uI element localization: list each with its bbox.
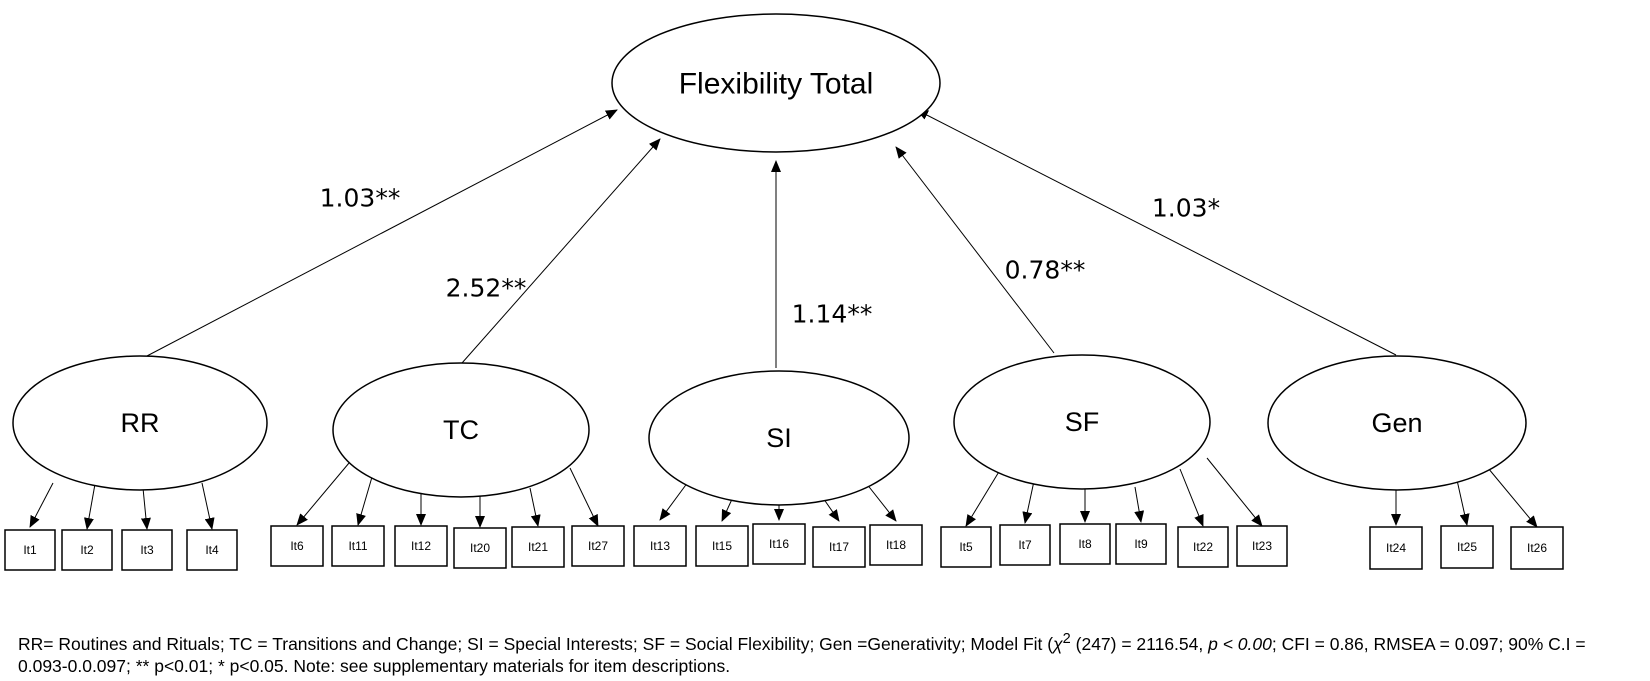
factor-rr-ellipse <box>12 355 268 491</box>
item-label-it5: It5 <box>959 540 973 554</box>
path-rr-to-total <box>144 109 618 358</box>
item-label-it17: It17 <box>829 540 849 554</box>
factor-si-ellipse <box>648 370 910 506</box>
coef-sf: 0.78** <box>1005 256 1086 285</box>
item-label-it13: It13 <box>650 539 670 553</box>
loading-tc-it6 <box>296 462 350 526</box>
loading-sf-it7 <box>1022 480 1035 524</box>
coef-tc: 2.52** <box>446 274 527 303</box>
item-label-it6: It6 <box>290 539 304 553</box>
item-box-it1 <box>4 529 56 571</box>
item-box-it15 <box>695 525 749 567</box>
item-box-it23 <box>1236 525 1288 567</box>
note-part1: RR= Routines and Rituals; TC = Transitio… <box>18 633 1054 654</box>
item-label-it3: It3 <box>140 543 154 557</box>
loading-sf-it23 <box>1206 457 1263 527</box>
item-box-it16 <box>752 523 806 565</box>
item-label-it1: It1 <box>23 543 37 557</box>
note-p-value: p < 0.00 <box>1208 633 1272 654</box>
top-node-ellipse <box>611 13 941 153</box>
item-label-it15: It15 <box>712 539 732 553</box>
item-label-it27: It27 <box>588 539 608 553</box>
item-box-it7 <box>999 524 1051 566</box>
path-tc-to-total <box>461 138 661 364</box>
item-label-it16: It16 <box>769 537 789 551</box>
path-gen-to-total <box>916 109 1397 356</box>
item-box-it20 <box>453 527 507 569</box>
item-box-it8 <box>1059 523 1111 565</box>
note-part2: (247) = 2116.54, <box>1070 633 1209 654</box>
top-node-label: Flexibility Total <box>679 68 874 101</box>
loading-tc-it27 <box>569 467 599 527</box>
path-sf-to-total <box>895 146 1055 354</box>
item-label-it21: It21 <box>528 540 548 554</box>
note-chi-symbol: χ <box>1053 633 1063 654</box>
item-box-it4 <box>186 529 238 571</box>
item-label-it24: It24 <box>1386 541 1406 555</box>
factor-gen-ellipse <box>1267 355 1527 491</box>
item-box-it25 <box>1440 525 1494 569</box>
item-label-it8: It8 <box>1078 537 1092 551</box>
item-box-it5 <box>940 526 992 568</box>
item-label-it7: It7 <box>1018 538 1032 552</box>
loading-gen-it26 <box>1487 467 1538 528</box>
factor-sf-ellipse <box>953 354 1211 490</box>
item-box-it3 <box>121 529 173 571</box>
factor-sf-label: SF <box>1065 407 1100 437</box>
item-box-it21 <box>511 526 565 568</box>
item-box-it17 <box>812 526 866 568</box>
note-part3: ; CFI = 0.86, RMSEA = 0.097; 90% C.I = 0… <box>18 633 1586 676</box>
item-box-it26 <box>1510 526 1564 570</box>
item-label-it20: It20 <box>470 541 490 555</box>
factor-rr-label: RR <box>121 408 160 438</box>
factor-gen-label: Gen <box>1371 408 1422 438</box>
loading-sf-it5 <box>965 469 1001 527</box>
factor-tc-label: TC <box>443 415 479 445</box>
loading-rr-it4 <box>201 482 215 530</box>
item-label-it18: It18 <box>886 538 906 552</box>
loading-rr-it2 <box>84 483 96 530</box>
item-label-it12: It12 <box>411 539 431 553</box>
loading-si-it13 <box>659 481 689 521</box>
loading-sf-it22 <box>1179 468 1204 527</box>
item-box-it27 <box>571 525 625 567</box>
coef-si: 1.14** <box>792 300 873 329</box>
item-label-it11: It11 <box>348 539 367 553</box>
loading-sf-it9 <box>1134 486 1145 523</box>
loading-gen-it25 <box>1456 479 1470 526</box>
item-box-it24 <box>1369 526 1423 570</box>
item-box-it13 <box>633 525 687 567</box>
item-label-it2: It2 <box>80 543 94 557</box>
loading-si-it18 <box>865 482 897 522</box>
item-label-it22: It22 <box>1193 540 1213 554</box>
loading-rr-it1 <box>29 482 54 528</box>
item-box-it18 <box>869 524 923 566</box>
item-box-it11 <box>331 525 385 567</box>
factor-si-label: SI <box>766 423 792 453</box>
item-label-it4: It4 <box>205 543 219 557</box>
loading-tc-it11 <box>356 476 373 526</box>
item-label-it9: It9 <box>1134 537 1148 551</box>
item-box-it12 <box>394 525 448 567</box>
item-box-it9 <box>1115 523 1167 565</box>
item-label-it23: It23 <box>1252 539 1272 553</box>
loading-tc-it21 <box>529 487 541 527</box>
coef-rr: 1.03** <box>320 184 401 213</box>
note-chi-superscript: 2 <box>1062 631 1071 647</box>
factor-tc-ellipse <box>332 362 590 498</box>
sem-diagram: Flexibility Total 1.03** RR It1 It2 It3 It4 2.5… <box>4 13 1564 571</box>
item-box-it6 <box>270 525 324 567</box>
coef-gen: 1.03* <box>1152 194 1220 223</box>
item-box-it22 <box>1177 526 1229 568</box>
loading-rr-it3 <box>140 487 151 530</box>
figure-note: RR= Routines and Rituals; TC = Transitio… <box>18 628 1638 677</box>
item-box-it2 <box>61 529 113 571</box>
item-label-it25: It25 <box>1457 540 1477 554</box>
item-label-it26: It26 <box>1527 541 1547 555</box>
